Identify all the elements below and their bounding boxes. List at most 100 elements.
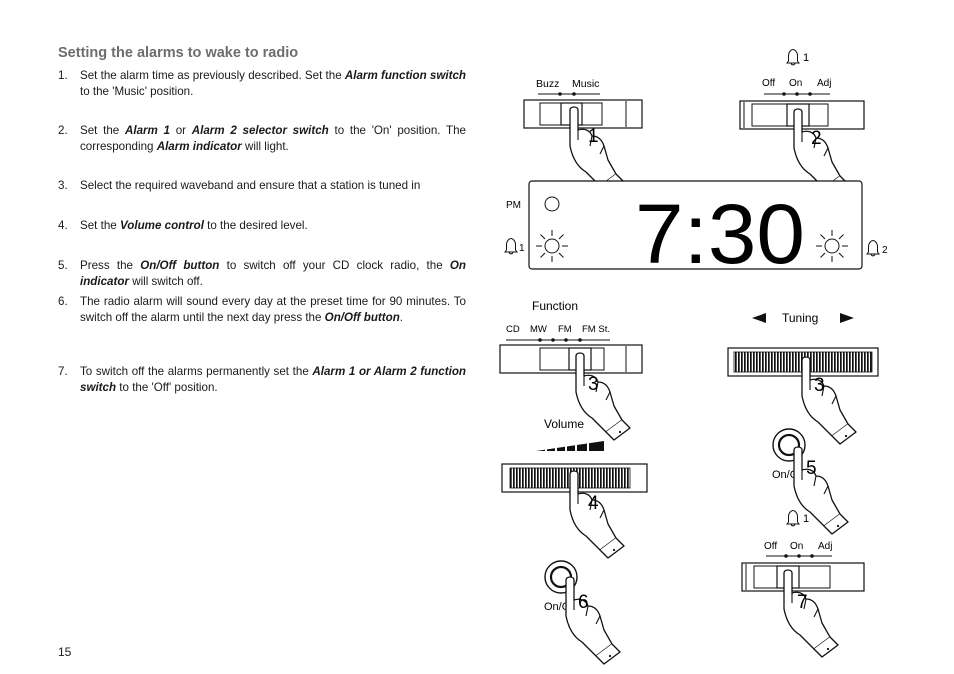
step-marker: 6 [578,592,589,613]
step-run: to the desired level. [203,219,308,232]
step-marker: 3 [588,374,599,395]
page-number: 15 [58,645,72,659]
step-run: or [170,124,192,137]
step-text: To switch off the alarms permanently set… [80,364,466,395]
display-panel [528,180,863,270]
step-run: Select the required waveband and ensure … [80,179,421,192]
onoff-button-figure-5: On/O 5 [772,428,849,535]
switch-label-on: On [790,541,803,552]
step-number: 4. [58,219,68,232]
pm-indicator [544,196,560,212]
switch-scale-dot [795,92,799,96]
alarm1-switch-figure-bottom: 1 Off On Adj 7 [741,510,865,658]
bell-number: 1 [803,513,809,525]
step-emphasis: Alarm 1 or Alarm 2 function switch [80,365,466,394]
instruction-step-4: 4. Set the Volume control to the desired… [58,218,466,234]
step-run: Set the [80,219,120,232]
function-switch-figure: Function CD MW FM FM St. 3 [499,299,643,441]
switch-scale-dot [564,338,568,342]
switch-label-music: Music [572,78,599,90]
step-run: to the 'On' position. The corresponding [80,124,466,153]
step-emphasis: Volume control [119,219,204,232]
step-run: Press the [80,259,141,272]
switch-label-cd: CD [506,324,520,335]
volume-title: Volume [544,417,584,431]
instruction-step-7: 7. To switch off the alarms permanently … [58,364,466,395]
step-emphasis: Alarm function switch [344,69,466,82]
step-run: To switch off the alarms permanently set… [80,365,313,378]
step-marker: 7 [797,592,808,613]
switch-scale-dot [551,338,555,342]
switch-label-adj: Adj [818,541,832,552]
volume-figure: Volume 4 [501,417,648,559]
alarm1-indicator-icon [535,229,569,263]
instruction-step-2: 2. Set the Alarm 1 or Alarm 2 selector s… [58,123,466,154]
instruction-step-5: 5. Press the On/Off button to switch off… [58,258,466,289]
pm-label: PM [506,200,521,211]
switch-scale-dot [538,338,542,342]
switch-scale-dot [784,554,788,558]
page-heading: Setting the alarms to wake to radio [58,45,299,61]
bell-icon [866,240,880,257]
switch-scale-dot [797,554,801,558]
onoff-button-figure-6: On/O 6 [544,560,621,665]
switch-scale-dot [578,338,582,342]
bell-icon [504,238,518,255]
step-run: to switch off your CD clock radio, the [219,259,450,272]
step-emphasis: On/Off button [324,310,400,324]
bell-icon [786,510,800,527]
clock-time: 7:30 [635,187,805,281]
onoff-label: On/O [544,601,571,613]
step-run: will light. [241,139,289,153]
step-text: Set the alarm time as previously describ… [80,68,466,99]
instruction-step-1: 1. Set the alarm time as previously desc… [58,68,466,99]
step-run: will switch off. [128,274,203,288]
step-text: Select the required waveband and ensure … [80,178,466,194]
step-run: to the 'Music' position. [80,84,194,98]
step-marker: 3 [814,375,825,396]
switch-label-on: On [789,78,802,89]
switch-label-fm-st: FM St. [582,324,610,335]
switch-scale-dot [808,92,812,96]
step-run: Set the [80,124,125,137]
switch-label-buzz: Buzz [536,78,559,90]
step-marker: 4 [588,493,599,514]
bell-icon [786,49,800,66]
step-marker: 5 [806,458,817,479]
function-title: Function [532,299,578,313]
step-run: Set the alarm time as previously describ… [80,69,345,82]
step-emphasis: Alarm 2 selector switch [191,124,329,137]
volume-ramp-gaps [545,440,589,452]
step-emphasis: On indicator [80,259,466,288]
tuning-figure: Tuning 3 [727,311,879,445]
alarm1-number: 1 [519,243,525,254]
step-run: The radio alarm will sound every day at … [80,295,466,324]
step-marker: 2 [811,128,822,149]
instruction-step-3: 3. Select the required waveband and ensu… [58,178,466,194]
switch-label-fm: FM [558,324,572,335]
pointing-hand-icon [565,576,621,665]
step-text: Set the Alarm 1 or Alarm 2 selector swit… [80,123,466,154]
alarm-function-switch-figure: Buzz Music 1 [523,78,643,195]
step-number: 5. [58,259,68,272]
switch-scale-dot [810,554,814,558]
switch-scale-dot [572,92,576,96]
bell-number: 1 [803,52,809,64]
step-emphasis: Alarm 1 [124,124,170,137]
step-marker: 1 [588,126,599,147]
onoff-label: On/O [772,469,799,481]
step-text: Press the On/Off button to switch off yo… [80,258,466,289]
clock-display-figure: PM 1 2 7:30 [504,180,888,281]
instruction-step-6: 6. The radio alarm will sound every day … [58,294,466,325]
alarm1-switch-figure-top: 1 Off On Adj 2 [739,49,865,197]
step-number: 7. [58,365,68,378]
switch-label-off: Off [764,541,777,552]
step-number: 6. [58,295,68,308]
step-run: . [399,310,404,324]
step-text: The radio alarm will sound every day at … [80,294,466,325]
switch-label-off: Off [762,78,775,89]
switch-label-adj: Adj [817,78,831,89]
tuning-title: Tuning [782,311,818,325]
step-number: 2. [58,124,68,137]
